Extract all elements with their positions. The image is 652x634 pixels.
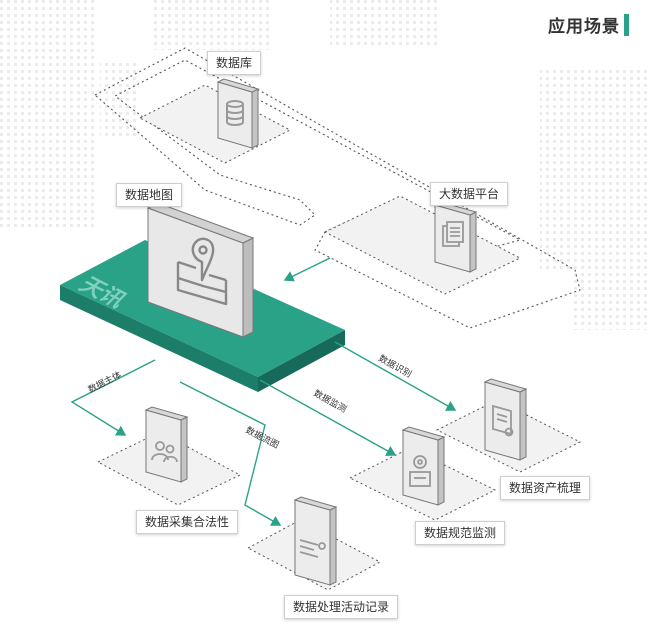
- bigdata-pad: [323, 195, 522, 295]
- database-device: [216, 78, 260, 149]
- page-title: 应用场景: [548, 17, 620, 37]
- data-map-panel: [146, 202, 255, 338]
- document-stack-icon: [442, 221, 464, 247]
- label-processing-records: 数据处理活动记录: [284, 595, 399, 619]
- arrow-label-monitoring: 数据监测: [312, 387, 349, 415]
- label-database: 数据库: [207, 51, 262, 75]
- arrow-label-subject: 数据主体: [86, 369, 124, 396]
- arrow-label-flow: 数据流图: [244, 424, 282, 451]
- label-standard-monitoring: 数据规范监测: [415, 521, 506, 545]
- world-map-background: [0, 0, 650, 330]
- flow-node-icon: [299, 539, 326, 558]
- certificate-icon: [492, 404, 514, 437]
- arrow-to-map: [283, 257, 331, 282]
- monitor-robot-icon: [409, 455, 431, 487]
- process-device: [293, 496, 338, 586]
- assets-device: [483, 378, 528, 461]
- bigdata-device: [433, 201, 478, 273]
- label-collect-legality: 数据采集合法性: [136, 510, 239, 534]
- label-asset-combing: 数据资产梳理: [500, 476, 591, 500]
- monitor-device: [401, 426, 446, 506]
- arrows: [70, 257, 457, 526]
- arrow-identify: [334, 341, 457, 411]
- arrow-monitoring: [259, 379, 397, 456]
- collect-device: [144, 406, 189, 483]
- label-bigdata-platform: 大数据平台: [430, 182, 509, 206]
- arrow-flow: [179, 381, 282, 526]
- database-pad: [138, 84, 292, 164]
- database-icon: [226, 100, 244, 126]
- label-data-map: 数据地图: [116, 183, 183, 207]
- title-accent-bar: [624, 14, 629, 36]
- arrow-subject: [70, 359, 156, 436]
- map-pin-icon: [176, 237, 228, 306]
- users-icon: [151, 441, 178, 463]
